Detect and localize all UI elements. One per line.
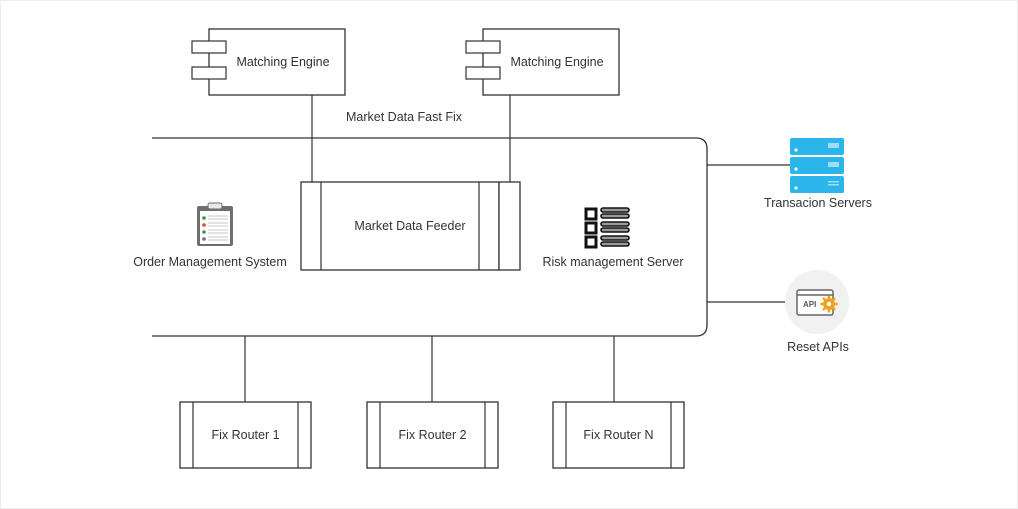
market-data-feeder-label: Market Data Feeder: [354, 219, 466, 233]
clipboard-checklist-icon[interactable]: [197, 202, 233, 246]
fix-router-2-label: Fix Router 2: [398, 428, 467, 442]
fix-router-n-label: Fix Router N: [583, 428, 654, 442]
component-port-icon: [465, 40, 501, 54]
matching-engine-1-label: Matching Engine: [236, 55, 330, 69]
matching-engine-1-node[interactable]: [191, 28, 346, 96]
api-gear-icon[interactable]: API: [785, 270, 849, 334]
svg-text:API: API: [803, 300, 816, 309]
reset-apis-label: Reset APIs: [787, 340, 849, 354]
fix-router-1-node[interactable]: [179, 401, 312, 469]
system-bus-container[interactable]: [152, 137, 708, 337]
matching-engine-2-node[interactable]: [465, 28, 620, 96]
fix-router-2-node[interactable]: [366, 401, 499, 469]
fix-router-1-label: Fix Router 1: [211, 428, 280, 442]
server-stack-icon[interactable]: [790, 138, 844, 193]
component-port-icon: [465, 66, 501, 80]
order-management-system-label: Order Management System: [133, 255, 287, 269]
risk-management-server-label: Risk management Server: [542, 255, 684, 269]
matching-engine-2-label: Matching Engine: [510, 55, 604, 69]
market-data-feeder-right-tab: [498, 181, 521, 271]
checklist-icon[interactable]: [584, 207, 630, 249]
component-port-icon: [191, 40, 227, 54]
component-port-icon: [191, 66, 227, 80]
transaction-servers-label: Transacion Servers: [764, 196, 872, 210]
bus-label: Market Data Fast Fix: [346, 110, 462, 124]
fix-router-n-node[interactable]: [552, 401, 685, 469]
